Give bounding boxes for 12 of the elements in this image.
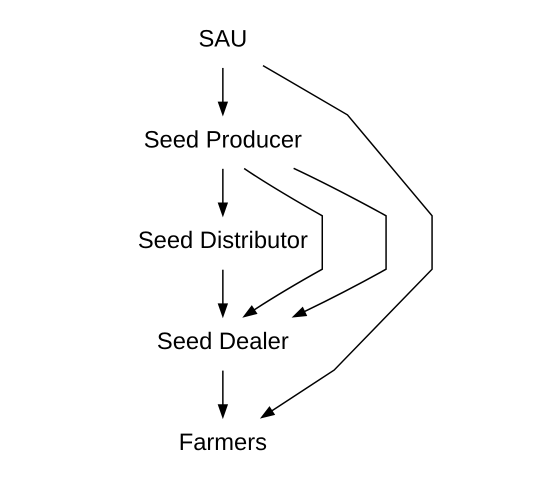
- node-text: Seed Dealer: [156, 329, 288, 356]
- arrow: [217, 68, 228, 116]
- node-text: SAU: [198, 26, 247, 52]
- arrow: [217, 270, 228, 318]
- arrow: [217, 370, 228, 420]
- arrow: [217, 168, 228, 218]
- arrow: [242, 168, 323, 318]
- arrow: [291, 168, 386, 318]
- node-text: Farmers: [178, 430, 267, 456]
- arrow: [259, 64, 432, 419]
- node-text: Seed Producer: [143, 127, 302, 154]
- node-text: Seed Distributor: [137, 228, 308, 254]
